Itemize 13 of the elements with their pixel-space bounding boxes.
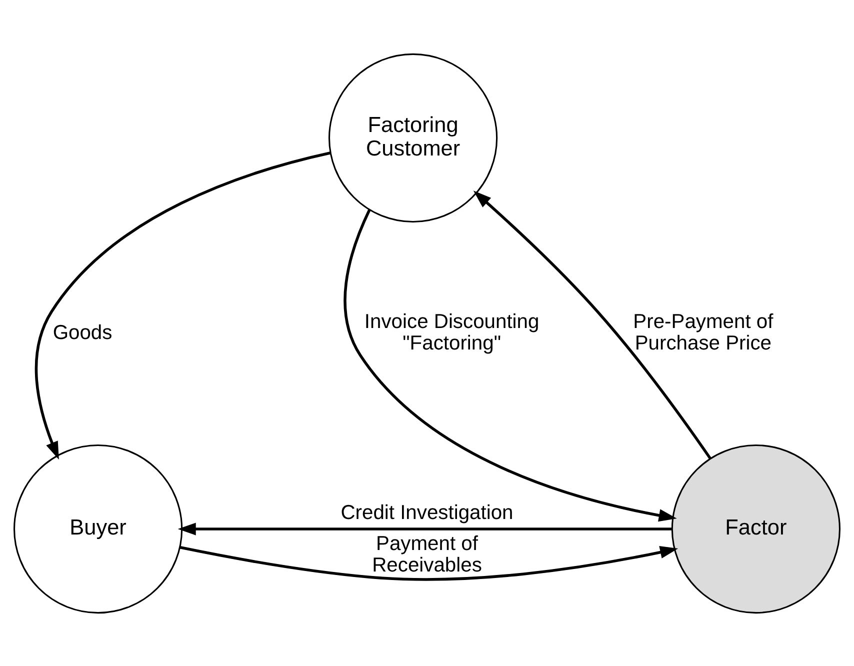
arrow xyxy=(473,190,712,459)
edge-label: Pre-Payment of Purchase Price xyxy=(633,310,774,354)
edge-label: Credit Investigation xyxy=(340,501,514,524)
edge-label: Invoice Discounting "Factoring" xyxy=(364,310,540,354)
edge-label: Payment of Receivables xyxy=(372,532,482,576)
arrow xyxy=(344,208,677,522)
arrow xyxy=(180,546,678,580)
edge-label: Goods xyxy=(52,321,112,344)
node-circle: Factor xyxy=(671,444,840,614)
arrow xyxy=(178,522,672,535)
arrow xyxy=(34,150,331,460)
node-circle: Buyer xyxy=(14,444,183,614)
node-circle: Factoring Customer xyxy=(328,52,498,222)
